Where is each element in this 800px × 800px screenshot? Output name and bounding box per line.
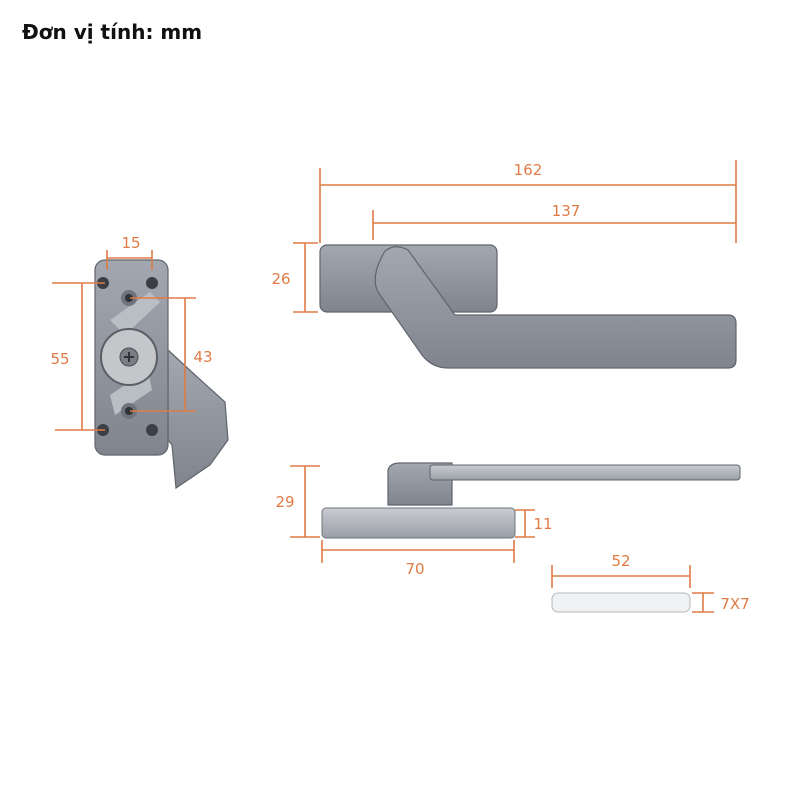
square-spindle — [551, 592, 691, 613]
dim-line-43 — [130, 297, 196, 412]
cam-arm — [110, 292, 160, 415]
dim-label-11: 11 — [533, 515, 552, 533]
dim-label-7x7: 7X7 — [720, 595, 749, 613]
side-lever — [429, 464, 741, 481]
dim-line-162 — [319, 160, 737, 243]
handle-top-view: 162 137 26 — [271, 160, 737, 369]
dim-line-26 — [293, 242, 318, 313]
handle-lever — [374, 246, 737, 369]
hook-latch — [167, 348, 229, 490]
dim-label-55: 55 — [50, 350, 69, 368]
dim-line-52 — [551, 565, 691, 588]
back-plate-view: 15 55 43 — [50, 234, 229, 490]
dim-line-29 — [290, 465, 320, 538]
side-base — [321, 507, 516, 539]
dim-label-26: 26 — [271, 270, 290, 288]
dim-line-70 — [321, 540, 515, 563]
dim-line-15 — [106, 250, 153, 270]
dim-line-137 — [372, 210, 736, 240]
dim-line-11 — [515, 509, 535, 538]
dim-line-7x7 — [692, 592, 714, 613]
unit-label: Đơn vị tính: mm — [22, 20, 203, 44]
hole — [146, 424, 158, 436]
handle-side-view: 29 11 70 — [275, 462, 741, 578]
spindle-view: 52 7X7 — [551, 552, 750, 613]
dim-label-162: 162 — [514, 161, 543, 179]
dim-label-70: 70 — [405, 560, 424, 578]
dim-label-15: 15 — [121, 234, 140, 252]
hole — [146, 277, 158, 289]
dim-label-52: 52 — [611, 552, 630, 570]
dim-line-55 — [52, 282, 105, 431]
dim-label-29: 29 — [275, 493, 294, 511]
dim-label-137: 137 — [552, 202, 581, 220]
dim-label-43: 43 — [193, 348, 212, 366]
